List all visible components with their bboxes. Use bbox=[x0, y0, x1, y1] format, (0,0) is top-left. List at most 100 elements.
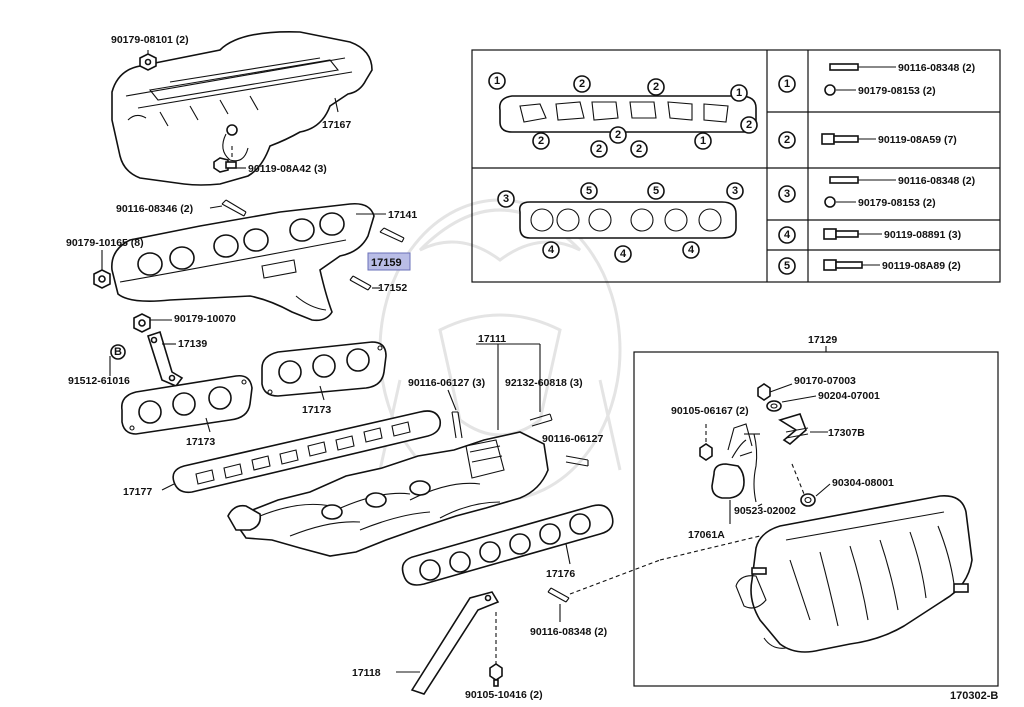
label-17129[interactable]: 17129 bbox=[808, 334, 837, 346]
svg-text:2: 2 bbox=[615, 129, 621, 141]
stud-92132-60818[interactable] bbox=[529, 413, 553, 427]
svg-text:90116-08348 (2): 90116-08348 (2) bbox=[898, 62, 975, 74]
label-92132-60818[interactable]: 92132-60818 (3) bbox=[505, 377, 583, 389]
svg-text:2: 2 bbox=[596, 143, 602, 155]
svg-text:2: 2 bbox=[636, 143, 642, 155]
stud-90116-06127-3[interactable] bbox=[451, 411, 463, 439]
gasket-17173-right[interactable] bbox=[261, 341, 387, 397]
b-mark: B bbox=[110, 344, 126, 360]
svg-text:5: 5 bbox=[586, 185, 592, 197]
gasket-17173-left[interactable] bbox=[120, 374, 253, 435]
svg-text:2: 2 bbox=[579, 78, 585, 90]
svg-text:90179-08153 (2): 90179-08153 (2) bbox=[858, 197, 936, 209]
exhaust-manifold[interactable] bbox=[111, 202, 375, 322]
label-17118[interactable]: 17118 bbox=[352, 667, 381, 679]
label-90116-06127-3[interactable]: 90116-06127 (3) bbox=[408, 377, 485, 389]
stud-90116-08348[interactable] bbox=[547, 587, 570, 603]
svg-text:2: 2 bbox=[653, 81, 659, 93]
svg-text:2: 2 bbox=[784, 134, 790, 146]
bolt-90105-10416[interactable] bbox=[489, 612, 503, 687]
svg-text:4: 4 bbox=[784, 229, 791, 241]
gasket-keys-upper: 1 2 2 1 2 2 2 2 1 2 bbox=[488, 72, 758, 158]
gasket-drawing-lower[interactable] bbox=[518, 201, 737, 239]
svg-text:3: 3 bbox=[784, 188, 790, 200]
label-17139[interactable]: 17139 bbox=[178, 338, 207, 350]
label-17061A[interactable]: 17061A bbox=[688, 529, 725, 541]
svg-text:4: 4 bbox=[688, 244, 695, 256]
label-17173-right[interactable]: 17173 bbox=[302, 404, 331, 416]
nut-90179-10070[interactable] bbox=[133, 313, 151, 333]
label-90116-08346[interactable]: 90116-08346 (2) bbox=[116, 203, 193, 215]
label-90116-08348[interactable]: 90116-08348 (2) bbox=[530, 626, 607, 638]
label-90105-10416[interactable]: 90105-10416 (2) bbox=[465, 689, 543, 701]
nut-90179-10165[interactable] bbox=[93, 269, 111, 289]
svg-text:3: 3 bbox=[732, 185, 738, 197]
nut-90179-08101[interactable] bbox=[139, 53, 157, 71]
gasket-17176[interactable] bbox=[401, 504, 614, 586]
svg-text:1: 1 bbox=[784, 78, 790, 90]
nut-90170-07003[interactable] bbox=[757, 383, 771, 401]
label-17307B[interactable]: 17307B bbox=[828, 427, 865, 439]
svg-text:4: 4 bbox=[548, 244, 555, 256]
bracket-17307B[interactable] bbox=[778, 413, 809, 446]
label-90116-06127[interactable]: 90116-06127 bbox=[542, 433, 603, 445]
label-90304-08001[interactable]: 90304-08001 bbox=[832, 477, 894, 489]
svg-text:1: 1 bbox=[736, 87, 742, 99]
heat-insulator[interactable] bbox=[111, 31, 373, 186]
label-90179-10070[interactable]: 90179-10070 bbox=[174, 313, 236, 325]
stud-17152[interactable] bbox=[349, 275, 372, 291]
bracket-17139[interactable] bbox=[146, 330, 184, 387]
label-90204-07001[interactable]: 90204-07001 bbox=[818, 390, 880, 402]
bolt-90119-08A42[interactable] bbox=[213, 146, 237, 173]
label-90105-06167[interactable]: 90105-06167 (2) bbox=[671, 405, 749, 417]
plenum-group-box bbox=[633, 351, 999, 687]
svg-text:3: 3 bbox=[503, 193, 509, 205]
svg-text:90119-08891 (3): 90119-08891 (3) bbox=[884, 229, 961, 241]
bolt-90105-06167[interactable] bbox=[699, 424, 713, 461]
label-17159[interactable]: 17159 bbox=[371, 257, 402, 269]
gasket-drawing-upper[interactable] bbox=[498, 95, 757, 133]
label-17111[interactable]: 17111 bbox=[478, 333, 506, 345]
svg-text:5: 5 bbox=[653, 185, 659, 197]
svg-text:90179-08153 (2): 90179-08153 (2) bbox=[858, 85, 936, 97]
label-90523-02002[interactable]: 90523-02002 bbox=[734, 505, 796, 517]
label-17173-left[interactable]: 17173 bbox=[186, 436, 215, 448]
legend-row-1[interactable]: 1 90116-08348 (2) 90179-08153 (2) bbox=[778, 62, 975, 97]
stud-90116-06127[interactable] bbox=[565, 455, 589, 467]
label-17177[interactable]: 17177 bbox=[123, 486, 152, 498]
label-90179-08101[interactable]: 90179-08101 (2) bbox=[111, 34, 189, 46]
label-90119-08A42[interactable]: 90119-08A42 (3) bbox=[248, 163, 327, 175]
stay-17118[interactable] bbox=[410, 591, 500, 695]
intake-plenum[interactable] bbox=[735, 495, 973, 653]
stud-17159[interactable] bbox=[379, 227, 405, 243]
svg-text:90116-08348 (2): 90116-08348 (2) bbox=[898, 175, 975, 187]
svg-text:90119-08A89 (2): 90119-08A89 (2) bbox=[882, 260, 961, 272]
label-17152[interactable]: 17152 bbox=[378, 282, 407, 294]
diagram-code: 170302-B bbox=[950, 690, 998, 702]
label-90170-07003[interactable]: 90170-07003 bbox=[794, 375, 856, 387]
label-90179-10165[interactable]: 90179-10165 (8) bbox=[66, 237, 144, 249]
label-17141[interactable]: 17141 bbox=[388, 209, 417, 221]
svg-text:1: 1 bbox=[700, 135, 706, 147]
legend-row-3[interactable]: 3 90116-08348 (2) 90179-08153 (2) bbox=[778, 175, 975, 209]
intake-manifold[interactable] bbox=[227, 431, 549, 557]
gasket-90304-08001[interactable] bbox=[791, 463, 816, 507]
gasket-legend-box bbox=[471, 49, 1001, 283]
stud-90116-08346[interactable] bbox=[221, 199, 247, 217]
svg-text:5: 5 bbox=[784, 260, 790, 272]
label-91512-61016[interactable]: 91512-61016 bbox=[68, 375, 130, 387]
svg-text:1: 1 bbox=[494, 75, 500, 87]
label-17167[interactable]: 17167 bbox=[322, 119, 351, 131]
legend-row-2[interactable]: 2 90119-08A59 (7) bbox=[778, 131, 957, 149]
legend-row-4[interactable]: 4 90119-08891 (3) bbox=[778, 226, 961, 244]
legend-row-5[interactable]: 5 90119-08A89 (2) bbox=[778, 257, 961, 275]
gasket-17177[interactable] bbox=[172, 410, 442, 494]
washer-90204-07001[interactable] bbox=[766, 400, 782, 412]
label-17176[interactable]: 17176 bbox=[546, 568, 575, 580]
vsv-17061A[interactable] bbox=[711, 423, 753, 499]
hose-90523-02002[interactable] bbox=[744, 433, 760, 503]
gasket-keys-lower: 3 5 5 3 4 4 4 bbox=[497, 182, 744, 263]
svg-text:B: B bbox=[114, 346, 122, 358]
svg-text:4: 4 bbox=[620, 248, 627, 260]
